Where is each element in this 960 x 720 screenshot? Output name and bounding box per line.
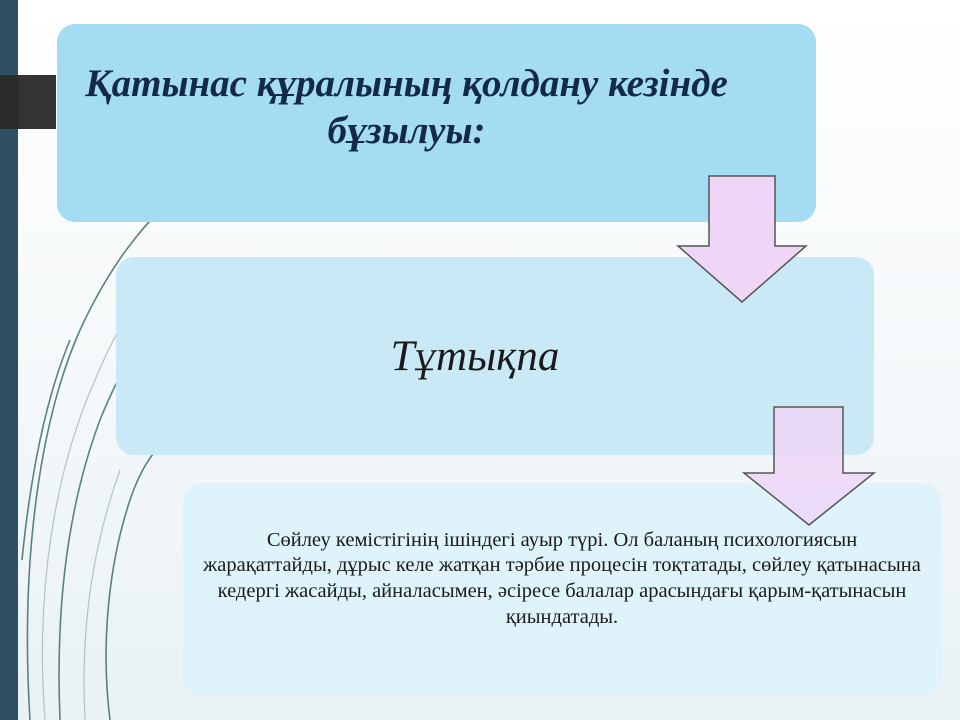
title-box: Қатынас құралының қолдану кезінде бұзылу… <box>57 24 816 222</box>
down-arrow-icon <box>742 406 876 526</box>
term-text: Тұтықпа <box>390 332 560 380</box>
description-text: Сөйлеу кемістігінің ішіндегі ауыр түрі. … <box>203 528 921 628</box>
down-arrow-icon <box>676 175 808 303</box>
left-accent-tab-inner <box>18 75 56 129</box>
title-text: Қатынас құралының қолдану кезінде бұзылу… <box>85 62 728 152</box>
left-accent-bar <box>0 0 18 720</box>
